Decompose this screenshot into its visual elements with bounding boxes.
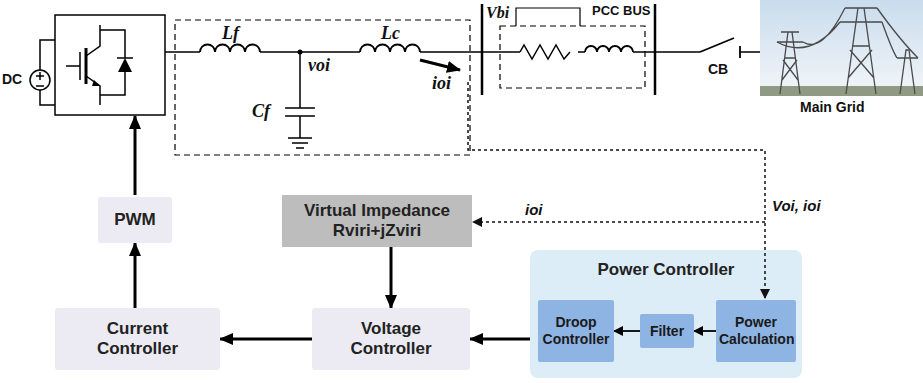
- inverter-switch: [100, 30, 125, 95]
- emitter-arrow: [92, 80, 100, 86]
- main-grid-picture: [840, 8, 882, 94]
- filter-block: Filter: [640, 314, 694, 348]
- bus-label: PCC BUS: [592, 4, 651, 18]
- block-title: Power Calculation: [719, 314, 793, 348]
- signal-label: ioi: [525, 202, 543, 219]
- power-controller-ground: [530, 250, 802, 378]
- main-grid-picture: [760, 0, 923, 96]
- circuit-breaker: [700, 38, 734, 52]
- grid-label: Main Grid: [800, 100, 865, 115]
- lc-filter-dashed-box: [175, 20, 470, 155]
- current-arrow: [420, 60, 460, 70]
- inductor-symbol: [200, 45, 633, 52]
- inverter-switch: [55, 15, 165, 115]
- main-grid-picture: [897, 50, 918, 94]
- inductor-label: Lc: [381, 24, 400, 44]
- measurement-signal: [468, 82, 765, 298]
- measurement-lead: [516, 8, 580, 26]
- power-wire: [165, 51, 760, 53]
- signal-arrow: [470, 338, 530, 341]
- block-formula: Rviri+jZviri: [333, 221, 421, 241]
- dc-source: [36, 72, 44, 86]
- droop-controller-block: Droop Controller: [538, 300, 614, 362]
- line-impedance-dashed-box: [500, 26, 645, 88]
- block-title: Droop Controller: [541, 314, 611, 348]
- main-grid-picture: [760, 86, 923, 96]
- current-controller-block: Current Controller: [55, 308, 220, 370]
- resistor-symbol: [520, 45, 570, 59]
- pcc-bus-bar: [654, 4, 657, 95]
- dc-source: [30, 40, 55, 105]
- power-calculation-block: Power Calculation: [716, 300, 796, 362]
- signal-arrow: [220, 338, 312, 341]
- gate-signal-arrow: [134, 116, 137, 195]
- main-grid-picture: [777, 8, 918, 58]
- bus-voltage-label: Vbi: [486, 4, 509, 22]
- power-wire: [165, 51, 760, 53]
- measurement-signal: [473, 221, 765, 223]
- signal-arrow: [614, 330, 640, 332]
- main-grid-picture: [777, 8, 918, 94]
- signal-arrow: [390, 247, 393, 308]
- block-title: Voltage Controller: [328, 319, 454, 360]
- current-label: ioi: [432, 74, 451, 94]
- signal-label: Voi, ioi: [772, 198, 821, 215]
- signal-arrow: [134, 243, 137, 308]
- capacitor-label: Cf: [252, 102, 270, 122]
- capacitor-symbol: [288, 138, 312, 148]
- dc-source: [30, 70, 50, 90]
- power-controller-panel: Power ControllerDroop Controller Filter Po…: [530, 250, 802, 378]
- block-title: Virtual Impedance: [304, 201, 450, 221]
- inductor-symbol: [360, 45, 420, 52]
- circuit-breaker: [700, 38, 740, 58]
- inductor-symbol: [200, 45, 260, 52]
- circuit-breaker: [739, 46, 741, 58]
- signal-arrow: [694, 330, 716, 332]
- source-label: DC: [2, 72, 22, 87]
- bus-bar: [481, 4, 484, 95]
- measurement-signal: [468, 82, 765, 298]
- voltage-controller-block: Voltage Controller: [312, 308, 470, 370]
- inverter-switch: [86, 25, 100, 105]
- main-grid-picture: [777, 32, 803, 94]
- block-title: Current Controller: [71, 319, 204, 360]
- dc-source: [40, 40, 55, 105]
- block-title: PWM: [114, 210, 156, 230]
- breaker-label: CB: [708, 62, 728, 77]
- inverter-switch: [66, 52, 80, 80]
- pwm-block: PWM: [98, 197, 172, 243]
- inductor-label: Lf: [222, 24, 239, 44]
- inverter-switch: [55, 15, 165, 115]
- virtual-impedance-block: Virtual ImpedanceRviri+jZviri: [282, 195, 472, 247]
- voltage-label: voi: [308, 56, 330, 76]
- block-title: Power Controller: [598, 260, 735, 280]
- diode-symbol: [118, 58, 132, 72]
- main-grid-picture: [760, 0, 923, 96]
- inverter-switch: [85, 48, 88, 84]
- inductor-symbol: [585, 46, 633, 52]
- block-title: Filter: [650, 323, 684, 340]
